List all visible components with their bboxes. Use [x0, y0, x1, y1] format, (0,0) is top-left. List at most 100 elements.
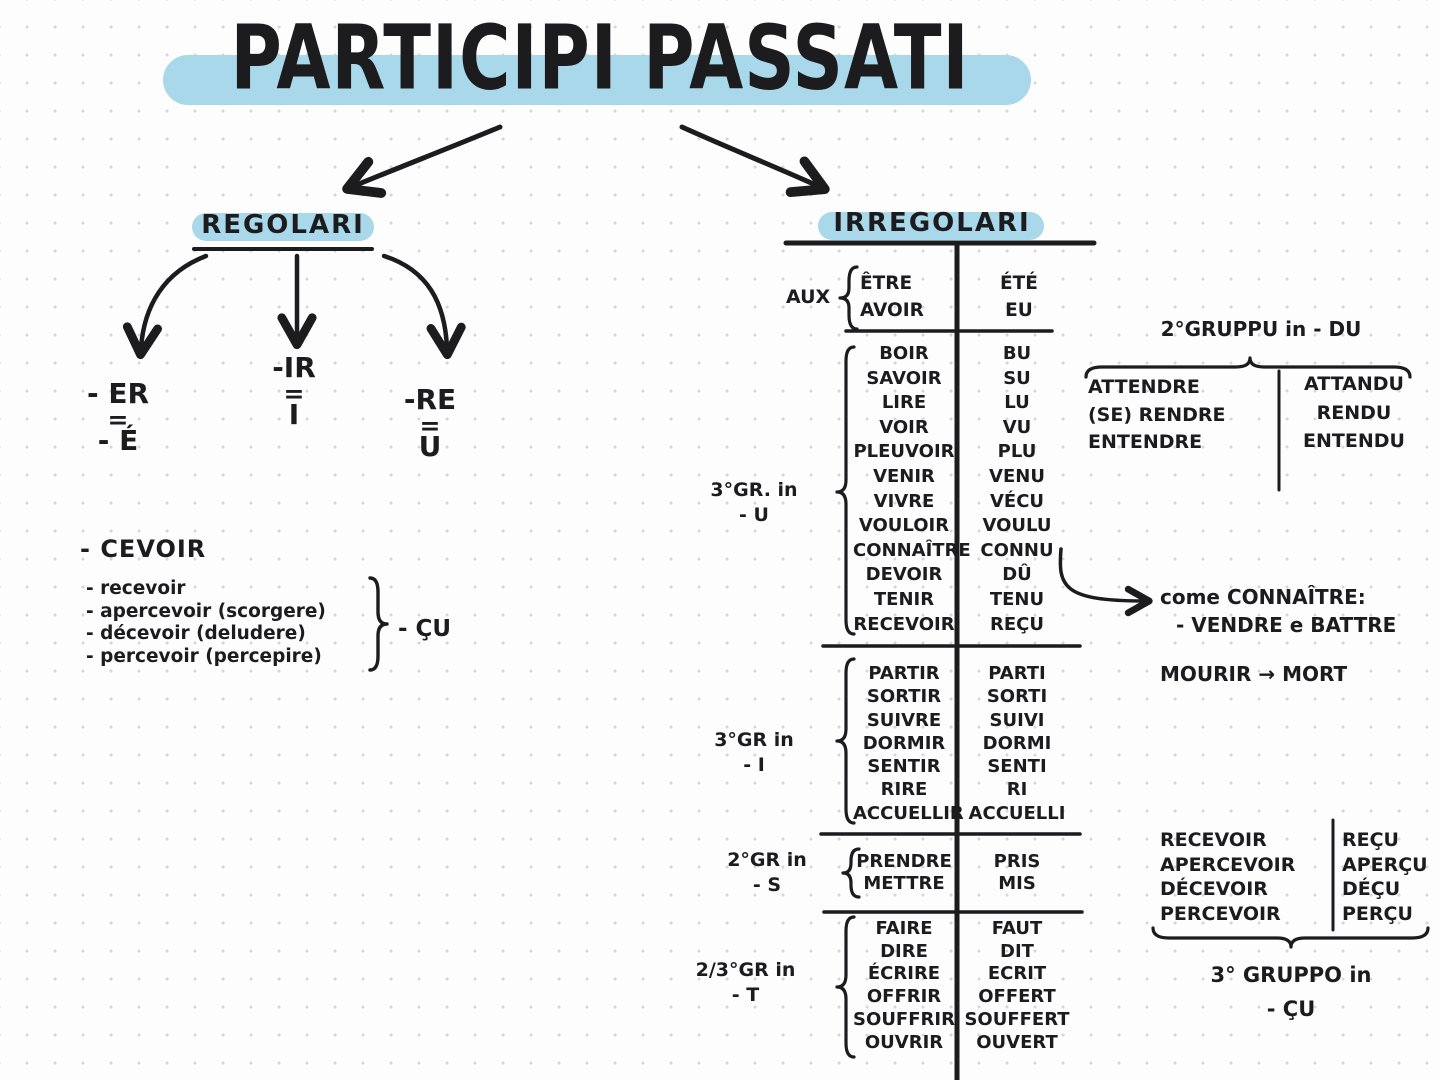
cu-underbrace	[1151, 926, 1430, 949]
verb-cell: VOIR	[879, 416, 929, 438]
participle-cell: ATTANDU	[1304, 373, 1404, 395]
participle-cell: DÉÇU	[1342, 878, 1401, 900]
cevoir-list-item: - percevoir (percepire)	[86, 645, 322, 667]
du-group-title: 2°GRUPPU in - DU	[1160, 317, 1362, 341]
participle-cell: VENU	[989, 465, 1045, 487]
ending-ir-to: I	[288, 398, 300, 432]
verb-cell: DIRE	[880, 940, 928, 962]
verb-cell: OUVRIR	[864, 1031, 944, 1053]
ending-er-from: - ER	[86, 377, 150, 410]
verb-cell: (SE) RENDRE	[1088, 403, 1226, 426]
participle-cell: PRIS	[993, 851, 1041, 872]
participle-cell: OFFERT	[978, 986, 1056, 1008]
verb-cell: FAIRE	[875, 918, 933, 939]
verb-cell: DÉCEVOIR	[1160, 878, 1268, 900]
verb-cell: TENIR	[873, 588, 935, 610]
participle-cell: ECRIT	[987, 963, 1047, 985]
participle-cell: ENTENDU	[1303, 430, 1405, 452]
verb-cell: SORTIR	[866, 686, 942, 708]
verb-cell: RECEVOIR	[853, 613, 955, 635]
verb-cell: ÊTRE	[860, 273, 913, 294]
group-label-line2: - S	[752, 874, 782, 896]
group-label-line2: - T	[731, 984, 760, 1006]
ending-er: - ER = - É	[62, 377, 174, 458]
participle-cell: SUIVI	[989, 709, 1045, 731]
verb-cell: PARTIR	[868, 663, 940, 684]
group-label-line1: 3°GR in	[714, 729, 794, 751]
regolari-highlight	[192, 213, 374, 241]
ending-ir: -IR = I	[238, 351, 350, 432]
cevoir-list-item: - décevoir (deludere)	[86, 623, 306, 644]
page-title: PARTICIPI PASSATI	[230, 5, 970, 111]
verb-cell: CONNAÎTRE	[853, 539, 971, 561]
verb-cell: BOIR	[879, 343, 929, 364]
participle-cell: DIT	[1000, 940, 1034, 962]
verb-cell: OFFRIR	[866, 986, 942, 1008]
irregolari-header: IRREGOLARI	[833, 208, 1031, 238]
participle-cell: EU	[1005, 300, 1033, 321]
verb-cell: APERCEVOIR	[1160, 853, 1296, 876]
participle-cell: TENU	[989, 588, 1045, 610]
participle-cell: CONNU	[980, 539, 1054, 561]
verb-cell: PRENDRE	[856, 851, 952, 872]
verb-cell: DORMIR	[862, 732, 946, 754]
ending-re-from: -RE	[403, 383, 457, 416]
participle-cell: SENTI	[987, 756, 1047, 778]
cevoir-list-item: - apercevoir (scorgere)	[86, 600, 326, 622]
participle-cell: DORMI	[982, 732, 1052, 754]
group-label-line1: 3°GR. in	[710, 479, 798, 501]
verb-cell: AVOIR	[860, 300, 924, 321]
participle-cell: VU	[1002, 416, 1032, 438]
participle-cell: REÇU	[1342, 829, 1399, 851]
participle-cell: ÉTÉ	[1000, 273, 1038, 294]
participle-cell: SU	[1003, 367, 1031, 389]
participle-cell: PARTI	[988, 663, 1046, 684]
group-s-brace	[841, 847, 861, 899]
participle-cell: SOUFFERT	[964, 1008, 1070, 1030]
cu-caption: 3° GRUPPO in - ÇU	[1196, 958, 1386, 1026]
equals-sign: =	[419, 411, 441, 441]
participle-cell: FAUT	[991, 918, 1043, 939]
participle-cell: DÛ	[1002, 564, 1032, 586]
group-t-brace	[835, 915, 856, 1059]
ending-re: -RE = U	[374, 383, 486, 461]
cu-caption-line2: - ÇU	[1266, 997, 1316, 1021]
group-label-line1: 2/3°GR in	[695, 959, 796, 981]
verb-cell: PERCEVOIR	[1160, 902, 1281, 925]
title-highlight	[163, 55, 1031, 105]
arrow-regolari-re	[381, 253, 466, 360]
connaitre-note-line1: come CONNAÎTRE:	[1160, 585, 1366, 609]
verb-cell: SAVOIR	[866, 367, 942, 389]
group-i-label: 3°GR in - I	[695, 728, 813, 778]
aux-brace	[838, 265, 859, 331]
verb-cell: RECEVOIR	[1160, 829, 1267, 851]
participle-cell: APERÇU	[1342, 853, 1428, 876]
verb-cell: ENTENDRE	[1088, 431, 1203, 453]
ending-er-to: - É	[97, 424, 139, 458]
irregolari-highlight	[818, 212, 1044, 240]
cevoir-brace	[368, 576, 389, 672]
equals-sign: =	[283, 379, 305, 409]
group-label-line1: 2°GR in	[727, 849, 807, 871]
ending-ir-from: -IR	[272, 351, 316, 384]
verb-cell: ÉCRIRE	[867, 963, 941, 985]
group-i-brace	[835, 657, 856, 825]
participle-cell: OUVERT	[976, 1031, 1058, 1053]
arrow-title-to-irregolari	[679, 124, 830, 197]
verb-cell: VIVRE	[873, 490, 935, 512]
group-t-label: 2/3°GR in - T	[678, 958, 813, 1008]
verb-cell: METTRE	[863, 873, 945, 894]
participle-cell: PERÇU	[1342, 902, 1413, 925]
group-label-line2: - U	[739, 504, 769, 526]
verb-cell: PLEUVOIR	[853, 441, 955, 463]
